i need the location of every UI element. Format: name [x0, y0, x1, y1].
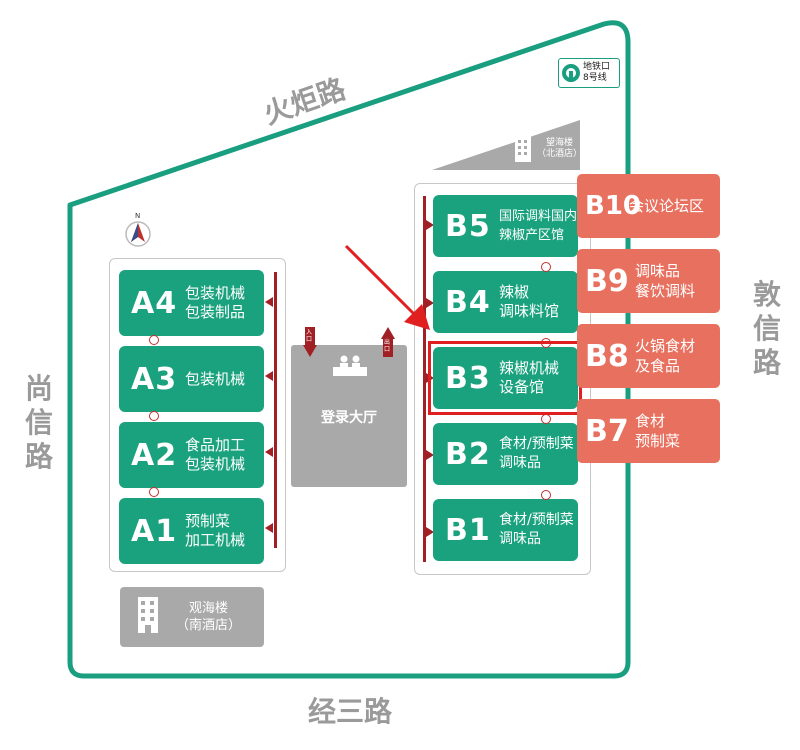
north-building-sub: （北酒店） — [537, 149, 583, 159]
road-west: 尚信路 — [24, 372, 53, 473]
hall-b2[interactable]: B2 食材/预制菜 调味品 — [433, 423, 578, 485]
hall-code: A4 — [131, 285, 178, 321]
hall-code: A1 — [131, 513, 178, 549]
connector-icon — [149, 335, 159, 345]
hall-b1[interactable]: B1 食材/预制菜 调味品 — [433, 499, 578, 561]
lobby-exit-label: 出口 — [384, 339, 391, 353]
hall-name: 会议论坛区 — [629, 197, 705, 215]
hall-a1[interactable]: A1 预制菜 加工机械 — [119, 498, 264, 564]
hall-b3[interactable]: B3 辣椒机械 设备馆 — [433, 347, 578, 409]
building-icon — [515, 136, 531, 162]
hall-code: B7 — [585, 413, 629, 449]
connector-icon — [149, 487, 159, 497]
zone-a-corridor — [274, 272, 277, 548]
hall-code: A2 — [131, 437, 178, 473]
hall-b7[interactable]: B7 食材 预制菜 — [577, 399, 720, 463]
hall-name: 食材/预制菜 调味品 — [499, 436, 574, 471]
connector-icon — [149, 411, 159, 421]
hall-a4[interactable]: A4 包装机械 包装制品 — [119, 270, 264, 336]
hall-code: A3 — [131, 361, 178, 397]
hall-name: 食品加工 包装机械 — [185, 436, 246, 473]
hall-name: 包装机械 — [185, 369, 246, 388]
hall-name: 辣椒 调味料馆 — [499, 283, 560, 320]
hall-name: 辣椒机械 设备馆 — [499, 359, 560, 396]
a-door-arrows — [265, 297, 273, 533]
hall-name: 食材/预制菜 调味品 — [499, 512, 574, 547]
south-building[interactable]: 观海楼 （南酒店） — [120, 587, 264, 647]
lobby-entrance[interactable]: 入口 — [303, 327, 317, 357]
hall-code: B10 — [585, 191, 641, 221]
hall-code: B3 — [445, 360, 491, 396]
lobby-label: 登录大厅 — [321, 410, 377, 426]
b3-highlight-frame — [428, 341, 582, 415]
hall-name: 预制菜 加工机械 — [185, 512, 246, 549]
road-east: 敦信路 — [752, 278, 781, 379]
hall-code: B5 — [445, 208, 491, 244]
connector-icon — [541, 262, 551, 272]
hall-a3[interactable]: A3 包装机械 — [119, 346, 264, 412]
hall-b8[interactable]: B8 火锅食材 及食品 — [577, 324, 720, 388]
hall-code: B4 — [445, 284, 491, 320]
service-counter-icon — [331, 351, 369, 377]
zone-b-corridor — [423, 196, 426, 562]
hall-a2[interactable]: A2 食品加工 包装机械 — [119, 422, 264, 488]
hall-name: 国际调料国内 辣椒产区馆 — [499, 209, 578, 243]
compass-icon: N — [123, 212, 153, 248]
lobby-entrance-label: 入口 — [306, 329, 313, 343]
north-building-shape — [432, 120, 580, 170]
building-icon — [138, 597, 158, 637]
hall-b9[interactable]: B9 调味品 餐饮调料 — [577, 249, 720, 313]
hall-b4[interactable]: B4 辣椒 调味料馆 — [433, 271, 578, 333]
lobby-exit[interactable]: 出口 — [381, 327, 395, 357]
metro-label: 地铁口 — [583, 62, 611, 72]
hall-code: B2 — [445, 436, 491, 472]
hall-code: B8 — [585, 338, 629, 374]
hall-code: B9 — [585, 263, 629, 299]
hall-b10[interactable]: B10 会议论坛区 — [577, 174, 720, 238]
road-south: 经三路 — [308, 695, 393, 728]
south-building-sub: （南酒店） — [176, 618, 242, 633]
connector-icon — [541, 490, 551, 500]
north-building-name: 望海楼 — [546, 138, 574, 148]
south-building-name: 观海楼 — [189, 601, 229, 616]
compass-north-label: N — [135, 212, 141, 220]
pointer-arrow-icon — [344, 244, 430, 330]
metro-icon — [562, 64, 580, 82]
metro-entrance: 地铁口 8号线 — [558, 58, 620, 88]
hall-name: 火锅食材 及食品 — [635, 337, 696, 375]
registration-lobby[interactable]: 登录大厅 — [291, 345, 407, 487]
hall-code: B1 — [445, 512, 491, 548]
north-building: 望海楼 （北酒店） — [515, 136, 582, 162]
hall-name: 食材 预制菜 — [635, 412, 681, 450]
hall-name: 调味品 餐饮调料 — [635, 262, 696, 300]
hall-name: 包装机械 包装制品 — [185, 284, 246, 321]
metro-line: 8号线 — [583, 73, 607, 83]
connector-icon — [541, 414, 551, 424]
hall-b5[interactable]: B5 国际调料国内 辣椒产区馆 — [433, 195, 578, 257]
